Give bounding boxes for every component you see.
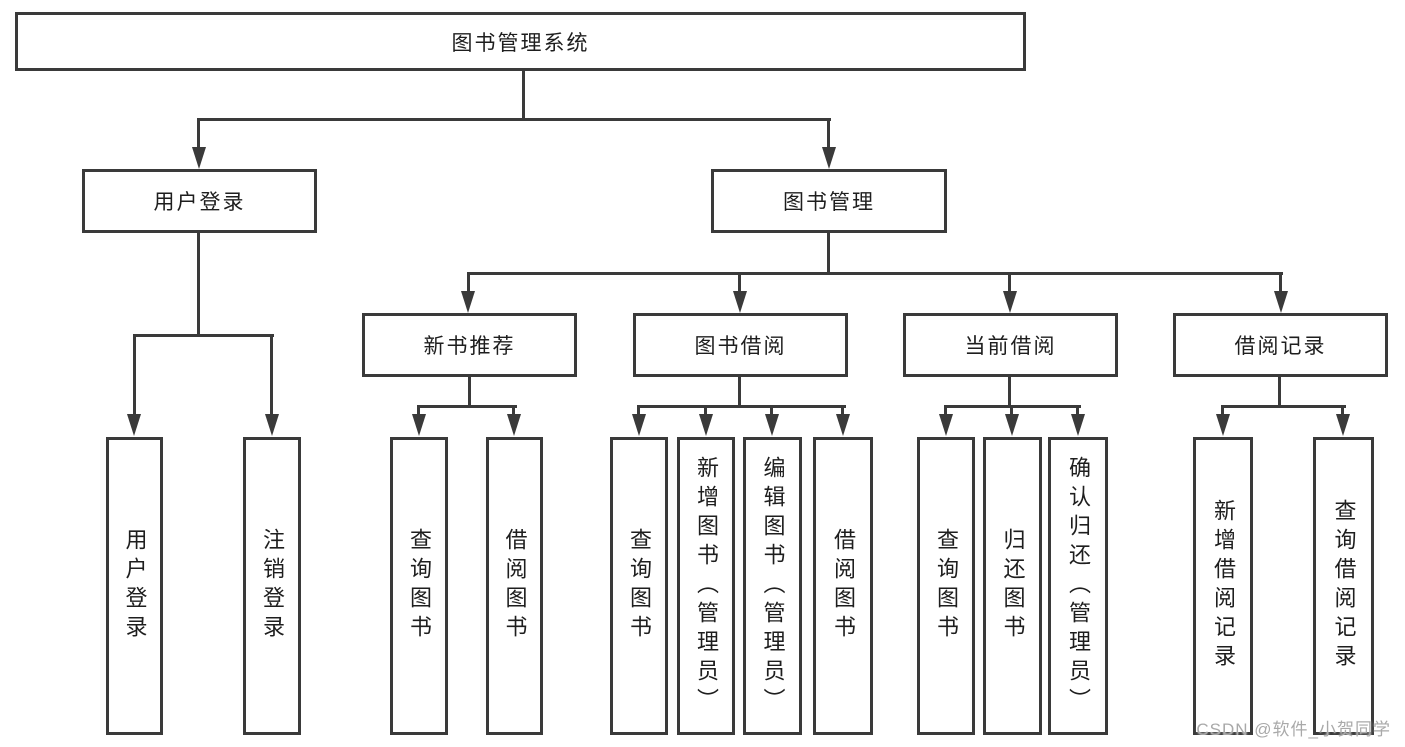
connector-line <box>1008 272 1011 291</box>
node-borrowing-records: 借阅记录 <box>1173 313 1388 377</box>
connector-line <box>512 405 515 417</box>
arrow-down-icon <box>733 291 747 313</box>
node-book-borrowing: 图书借阅 <box>633 313 848 377</box>
arrow-down-icon <box>1003 291 1017 313</box>
node-book-management: 图书管理 <box>711 169 947 233</box>
arrow-down-icon <box>822 147 836 169</box>
connector-line <box>1279 272 1282 291</box>
arrow-down-icon <box>699 414 713 436</box>
connector-line <box>522 71 525 120</box>
connector-line <box>417 405 517 408</box>
arrow-down-icon <box>1216 414 1230 436</box>
connector-line <box>944 405 947 417</box>
leaf-user-login: 用户登录 <box>106 437 163 735</box>
connector-line <box>637 405 846 408</box>
connector-line <box>467 272 1283 275</box>
leaf-borrowing-add-books-admin: 新增图书（管理员） <box>677 437 735 735</box>
leaf-borrowing-query-books: 查询图书 <box>610 437 668 735</box>
arrow-down-icon <box>265 414 279 436</box>
arrow-down-icon <box>1071 414 1085 436</box>
leaf-recommend-borrow-books: 借阅图书 <box>486 437 543 735</box>
connector-line <box>637 405 640 417</box>
connector-line <box>417 405 420 417</box>
leaf-current-return-books: 归还图书 <box>983 437 1042 735</box>
connector-line <box>1221 405 1224 417</box>
connector-line <box>197 233 200 337</box>
leaf-logout: 注销登录 <box>243 437 301 735</box>
arrow-down-icon <box>939 414 953 436</box>
leaf-records-query-borrow-record: 查询借阅记录 <box>1313 437 1374 735</box>
connector-line <box>827 233 830 275</box>
node-user-login: 用户登录 <box>82 169 317 233</box>
arrow-down-icon <box>507 414 521 436</box>
leaf-records-add-borrow-record: 新增借阅记录 <box>1193 437 1253 735</box>
leaf-borrowing-borrow-books: 借阅图书 <box>813 437 873 735</box>
leaf-borrowing-edit-books-admin: 编辑图书（管理员） <box>743 437 802 735</box>
arrow-down-icon <box>1274 291 1288 313</box>
connector-line <box>197 118 200 148</box>
arrow-down-icon <box>412 414 426 436</box>
connector-line <box>1278 377 1281 408</box>
connector-line <box>468 377 471 408</box>
connector-line <box>1341 405 1344 417</box>
arrow-down-icon <box>765 414 779 436</box>
arrow-down-icon <box>461 291 475 313</box>
arrow-down-icon <box>836 414 850 436</box>
connector-line <box>704 405 707 417</box>
connector-line <box>827 118 830 148</box>
arrow-down-icon <box>1336 414 1350 436</box>
connector-line <box>197 118 831 121</box>
connector-line <box>770 405 773 417</box>
connector-line <box>1008 377 1011 408</box>
connector-line <box>133 334 274 337</box>
connector-line <box>133 334 136 414</box>
connector-line <box>1076 405 1079 417</box>
arrow-down-icon <box>632 414 646 436</box>
node-current-borrowing: 当前借阅 <box>903 313 1118 377</box>
connector-line <box>467 272 470 291</box>
leaf-current-query-books: 查询图书 <box>917 437 975 735</box>
csdn-watermark: CSDN @软件_小贺同学 <box>1196 720 1391 739</box>
arrow-down-icon <box>127 414 141 436</box>
connector-line <box>738 272 741 291</box>
leaf-recommend-query-books: 查询图书 <box>390 437 448 735</box>
leaf-current-confirm-return-admin: 确认归还（管理员） <box>1048 437 1108 735</box>
arrow-down-icon <box>192 147 206 169</box>
node-new-book-recommend: 新书推荐 <box>362 313 577 377</box>
connector-line <box>1221 405 1346 408</box>
connector-line <box>841 405 844 417</box>
connector-line <box>270 334 273 414</box>
node-library-management-system: 图书管理系统 <box>15 12 1026 71</box>
arrow-down-icon <box>1005 414 1019 436</box>
connector-line <box>1010 405 1013 417</box>
connector-line <box>738 377 741 408</box>
